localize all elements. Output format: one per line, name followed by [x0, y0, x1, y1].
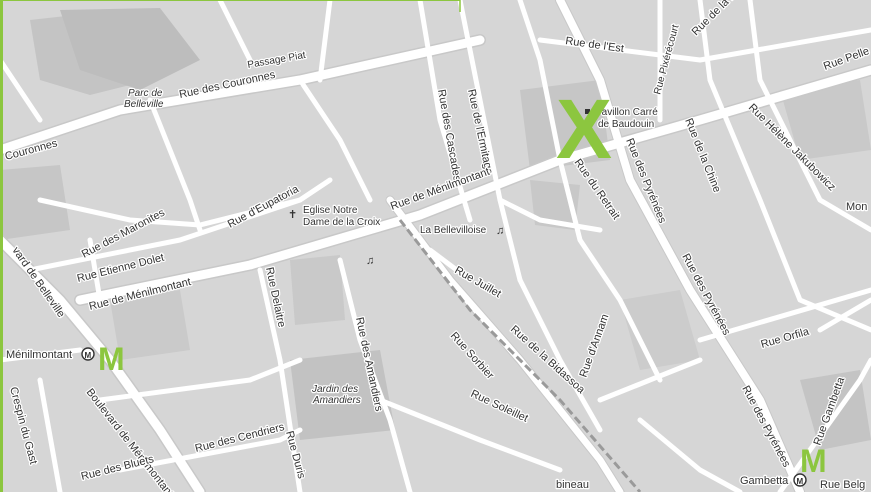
street-label: bineau	[556, 479, 589, 491]
church-icon: ✝	[288, 209, 297, 221]
place-label: Parc de	[128, 88, 163, 99]
block-area	[620, 290, 700, 370]
metro-icon-letter: M	[85, 351, 92, 360]
metro-station-label: Ménilmontant	[6, 349, 72, 361]
music-icon: ♫	[496, 225, 504, 237]
metro-icon-letter: M	[797, 477, 804, 486]
place-labels: Parc de Belleville ✝ Eglise Notre Dame d…	[123, 87, 660, 408]
block-area	[0, 165, 70, 240]
metro-marker-menilmontant-icon[interactable]: M	[98, 341, 125, 377]
metro-stations: Ménilmontant M Gambetta M	[5, 347, 807, 488]
metro-icon	[81, 347, 95, 361]
block-area	[110, 290, 190, 360]
music-icon: ♫	[366, 255, 374, 267]
metro-icon	[793, 473, 807, 487]
block-area	[780, 80, 871, 160]
street-label: Mon	[846, 201, 867, 213]
block-area	[290, 255, 345, 325]
place-label: Amandiers	[312, 395, 361, 406]
metro-marker-gambetta-icon[interactable]: M	[800, 443, 827, 479]
metro-station-label: Gambetta	[740, 475, 789, 487]
place-label: Dame de la Croix	[303, 217, 380, 228]
park-belleville	[60, 8, 200, 90]
place-label: de Baudouin	[598, 119, 654, 130]
jardin-des-amandiers-area	[290, 350, 395, 440]
overlay-markers[interactable]: X M M	[98, 82, 827, 479]
place-label: Pavillon Carré	[595, 107, 658, 118]
railway-line	[398, 219, 642, 492]
map-areas	[0, 8, 871, 450]
street-label: Rue Belg	[820, 479, 865, 491]
destination-marker-icon[interactable]: X	[556, 82, 612, 176]
place-label: Eglise Notre	[303, 205, 358, 216]
place-label: Jardin des	[311, 384, 358, 395]
poi-dot-icon	[585, 109, 590, 114]
place-label: Belleville	[124, 99, 164, 110]
place-label: La Bellevilloise	[420, 225, 487, 236]
